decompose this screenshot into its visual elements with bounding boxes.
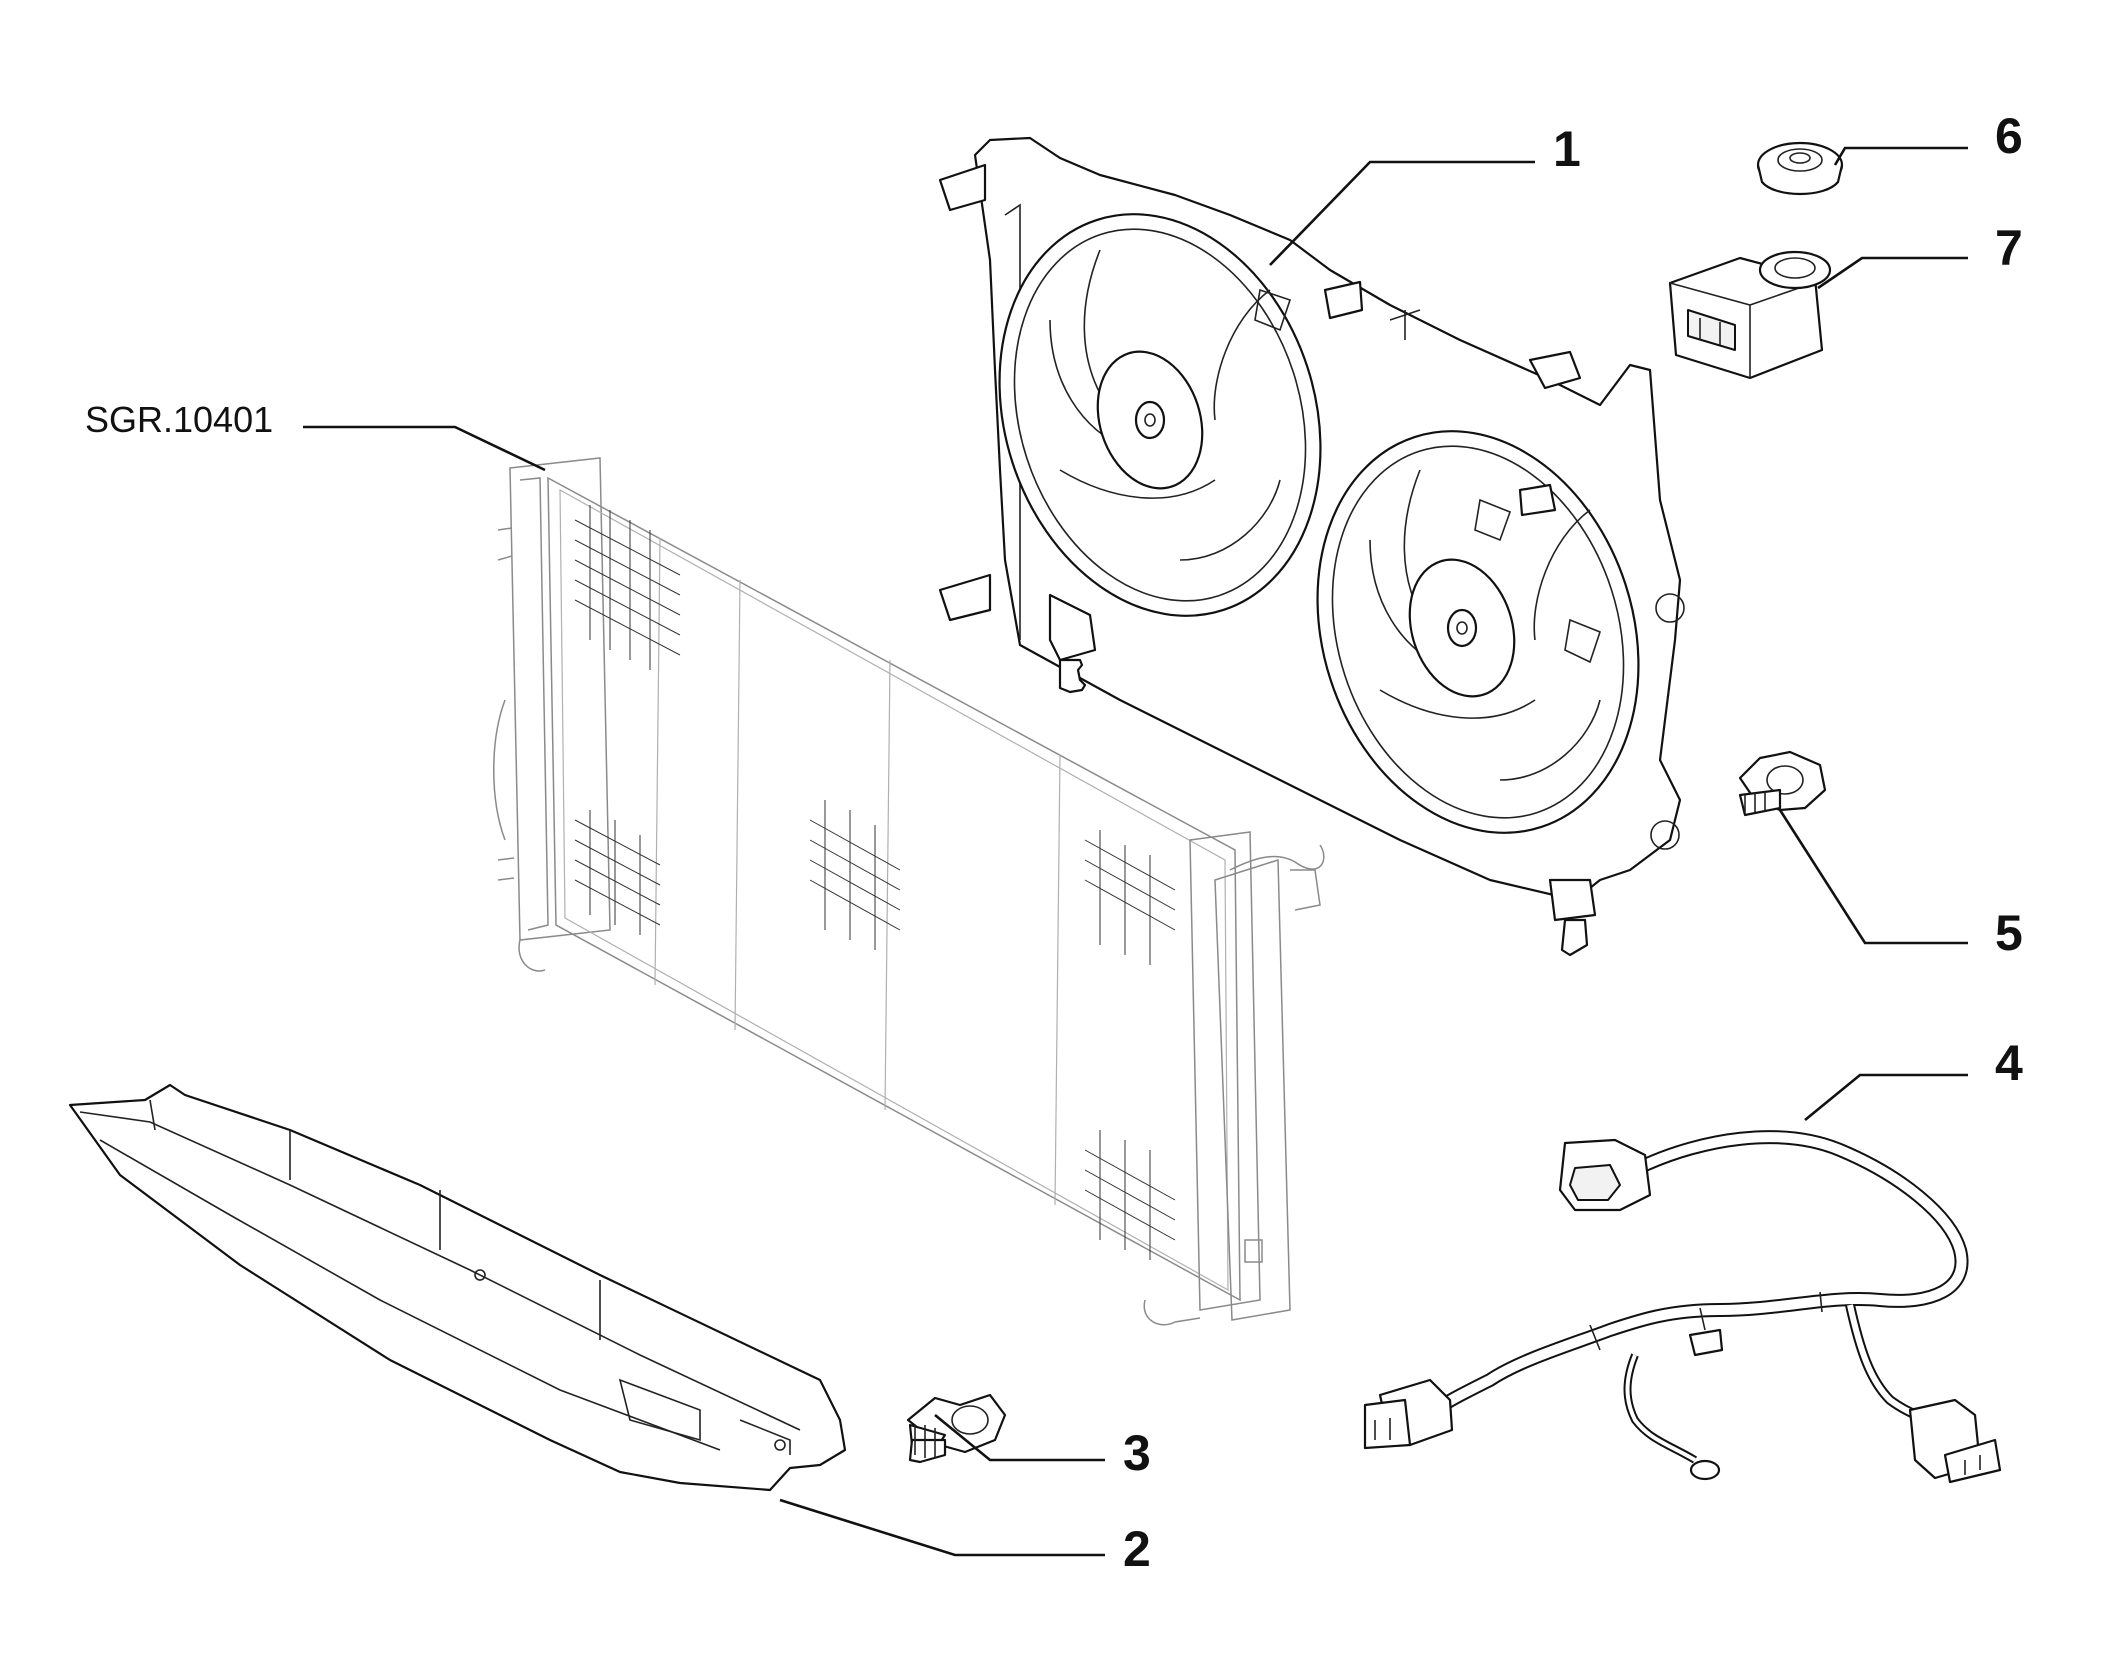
- leader-7: [1817, 256, 1968, 290]
- deflector-drawing: [68, 1083, 847, 1492]
- callout-4: 4: [1995, 1035, 2023, 1091]
- leader-6: [1833, 146, 1968, 166]
- leader-ref: [303, 425, 546, 472]
- wiring-harness-drawing: [1363, 1130, 2002, 1484]
- screw-3-drawing: [906, 1393, 1007, 1464]
- callout-5: 5: [1995, 905, 2023, 961]
- leader-4: [1804, 1073, 1968, 1122]
- callout-2: 2: [1123, 1521, 1151, 1577]
- leader-lines: [303, 146, 1968, 1557]
- radiator-drawing: [493, 457, 1325, 1326]
- callout-7: 7: [1995, 220, 2023, 276]
- grommet-drawing: [1756, 141, 1844, 196]
- leader-1: [1269, 160, 1535, 266]
- leader-5: [1778, 809, 1968, 945]
- fan-assembly-drawing: [938, 136, 1685, 957]
- callout-3: 3: [1123, 1425, 1151, 1481]
- bracket-drawing: [1668, 250, 1832, 380]
- leader-2: [779, 1498, 1105, 1557]
- screw-5-drawing: [1738, 750, 1827, 817]
- callout-6: 6: [1995, 108, 2023, 164]
- leader-3: [934, 1413, 1105, 1462]
- reference-label: SGR.10401: [85, 399, 273, 440]
- callout-1: 1: [1553, 121, 1581, 177]
